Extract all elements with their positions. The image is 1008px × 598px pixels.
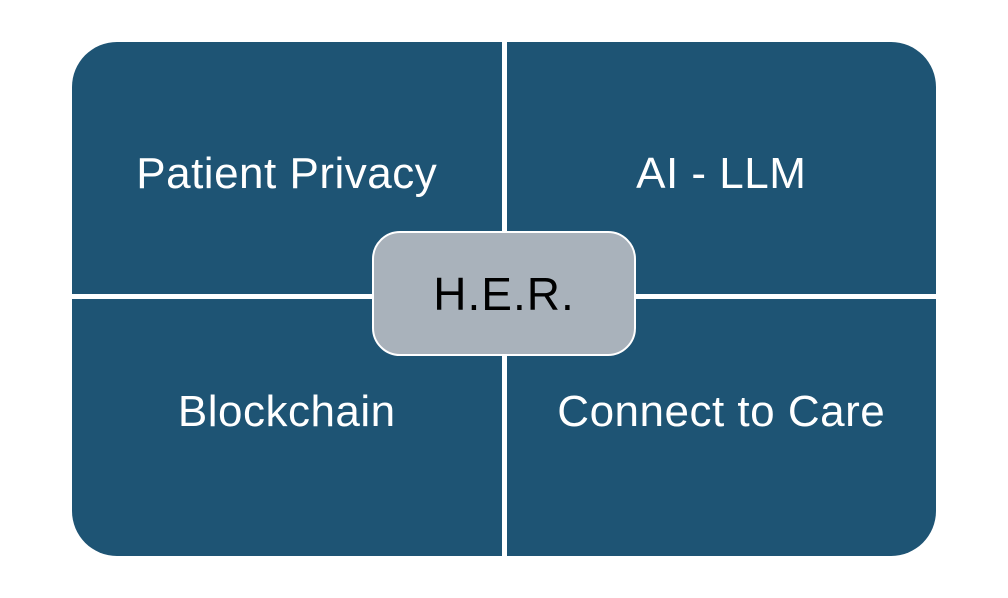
center-node-label: H.E.R.: [433, 267, 575, 320]
quadrant-patient-privacy: Patient Privacy: [72, 42, 502, 294]
quadrant-label-blockchain: Blockchain: [177, 386, 396, 436]
quadrant-label-patient-privacy: Patient Privacy: [136, 149, 438, 198]
quadrant-blockchain: Blockchain: [72, 299, 502, 556]
quadrant-label-ai-llm: AI - LLM: [636, 149, 807, 198]
quadrant-label-connect-to-care: Connect to Care: [557, 386, 886, 436]
center-node-her: H.E.R.: [372, 231, 636, 356]
